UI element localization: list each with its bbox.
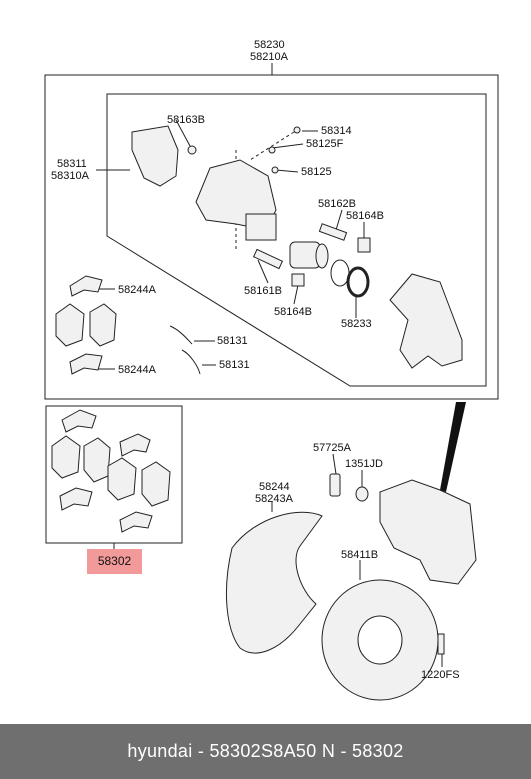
label-washer[interactable]: 1351JD [345,458,383,470]
label-clip-upper[interactable]: 58244A [118,284,156,296]
label-screw[interactable]: 1220FS [421,669,460,681]
caliper-bracket-shape [131,125,179,187]
label-disc[interactable]: 58411B [341,549,379,561]
dust-shield-shape [225,511,323,654]
lower-caliper-shape [379,479,477,585]
label-caliper-main[interactable]: 58311 [57,158,87,170]
label-bracket[interactable]: 58163B [167,114,205,126]
label-assembly-main[interactable]: 58230 [254,39,285,51]
assembly-inner-frame [106,93,487,387]
label-pad-kit-highlighted[interactable]: 58302 [87,549,142,574]
label-cap-58125f[interactable]: 58125F [306,138,344,150]
separator-wedge [440,402,466,492]
brake-pad-shape [55,303,85,347]
label-assembly-alt[interactable]: 58210A [250,51,288,63]
label-spring-lower[interactable]: 58131 [219,359,250,371]
label-boot-upper[interactable]: 58164B [346,210,384,222]
label-pin-58161b[interactable]: 58161B [244,285,282,297]
part-number-footer: hyundai - 58302S8A50 N - 58302 [0,724,531,779]
label-bolt-57725a[interactable]: 57725A [313,442,351,454]
label-shield-main[interactable]: 58244 [259,481,290,493]
label-shield-alt[interactable]: 58243A [255,493,293,505]
label-guide-pin[interactable]: 58162B [318,198,356,210]
label-clip-lower[interactable]: 58244A [118,364,156,376]
label-seal-kit[interactable]: 58233 [341,318,372,330]
label-bolt-58314[interactable]: 58314 [321,125,352,137]
label-boot-lower[interactable]: 58164B [274,306,312,318]
label-spring-upper[interactable]: 58131 [217,335,248,347]
label-part-58125[interactable]: 58125 [301,166,332,178]
label-caliper-alt[interactable]: 58310A [51,170,89,182]
carrier-bracket-shape [389,273,463,369]
parts-diagram [44,63,499,701]
